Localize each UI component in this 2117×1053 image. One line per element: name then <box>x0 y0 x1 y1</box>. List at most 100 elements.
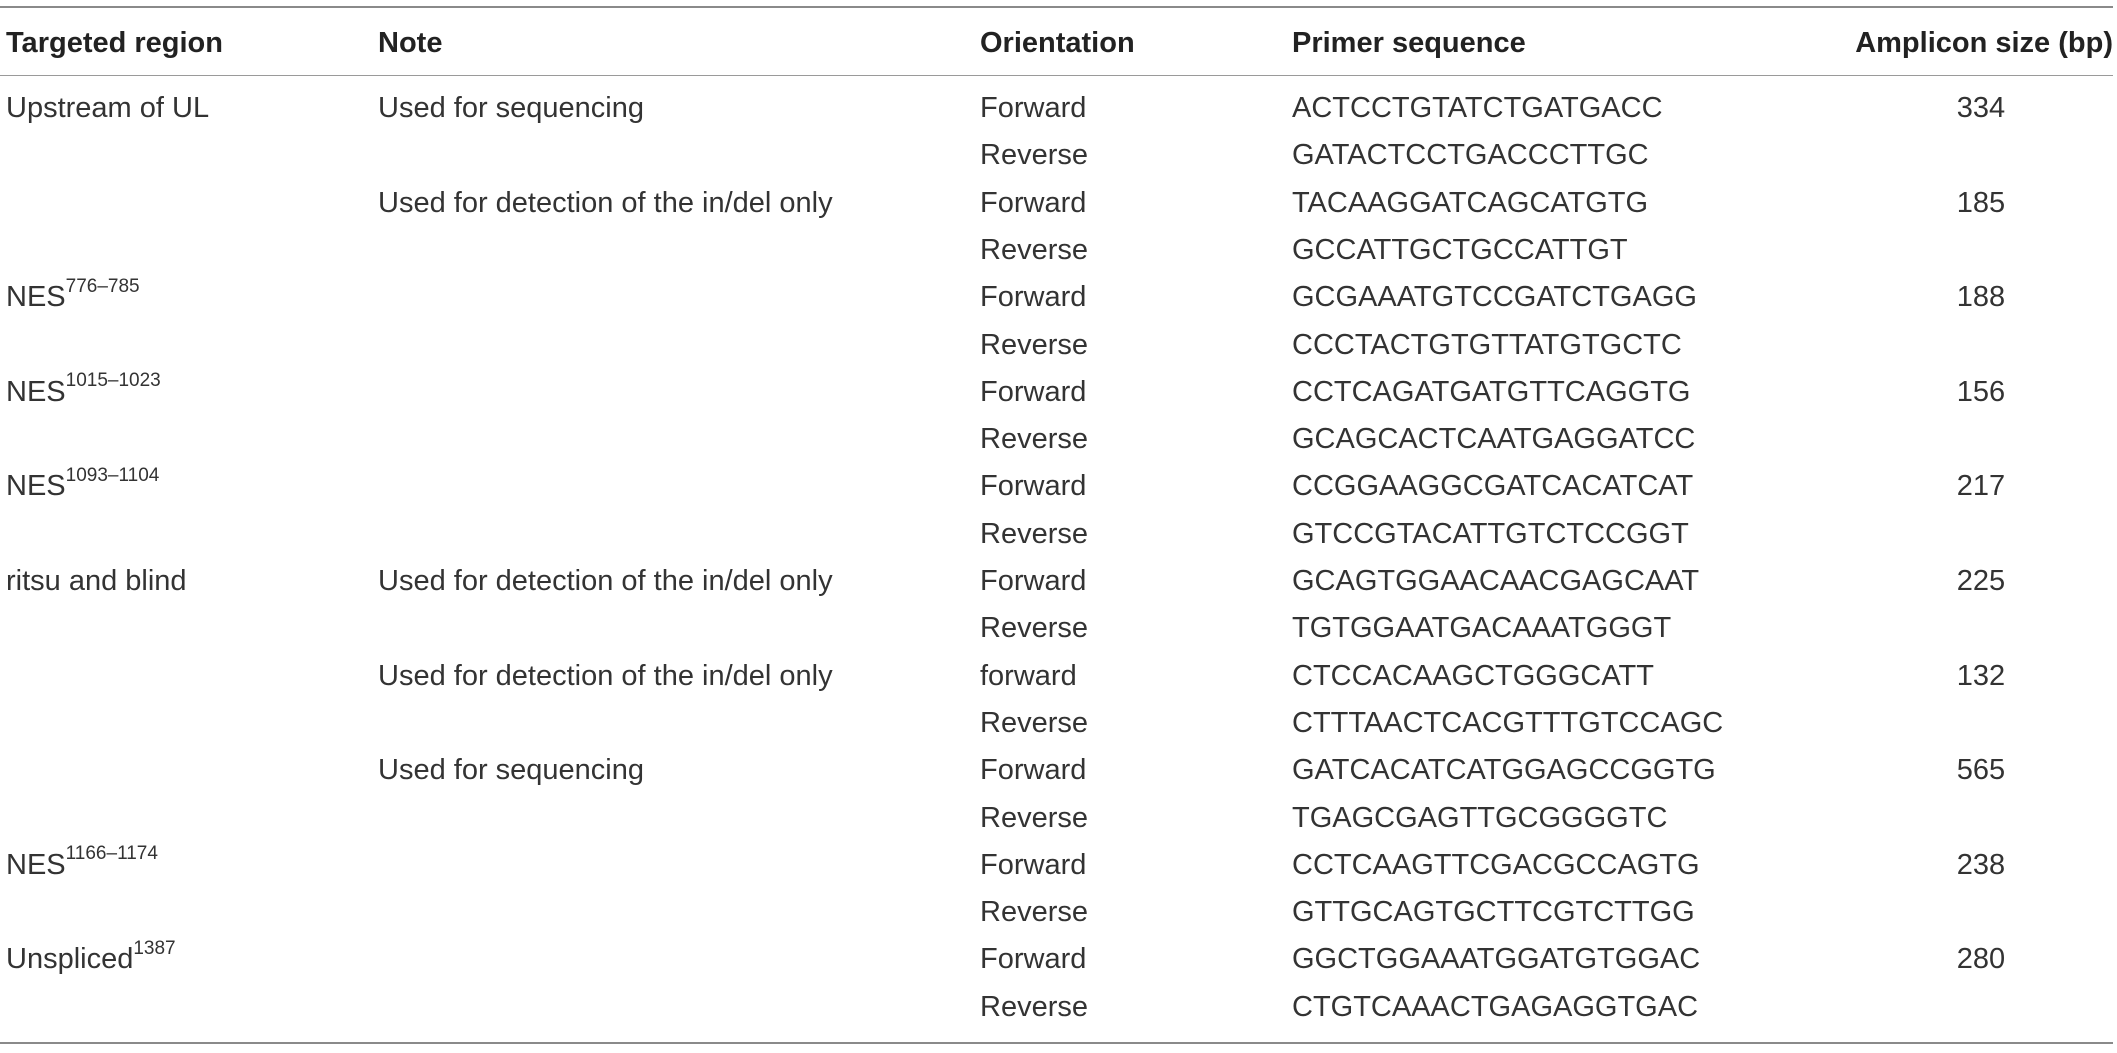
cell-orientation: Forward <box>980 186 1087 219</box>
region-label: NES <box>6 848 66 881</box>
table-row: ritsu and blind Used for detection of the… <box>0 550 2117 597</box>
cell-note: Used for sequencing <box>378 754 644 787</box>
cell-orientation: Reverse <box>980 990 1088 1023</box>
region-superscript: 1387 <box>133 937 176 959</box>
cell-note: Used for detection of the in/del only <box>378 565 833 597</box>
cell-amplicon-size: 334 <box>1956 92 2006 124</box>
cell-targeted-region: NES1093–1104 <box>6 466 159 503</box>
cell-orientation: Reverse <box>980 801 1088 834</box>
cell-amplicon-size: 238 <box>1956 848 2006 881</box>
region-label: NES <box>6 281 66 314</box>
cell-orientation: Forward <box>980 943 1087 976</box>
region-label: NES <box>6 470 66 503</box>
cell-orientation: Reverse <box>980 517 1088 550</box>
cell-orientation: forward <box>980 659 1077 692</box>
cell-orientation: Reverse <box>980 612 1088 645</box>
header-orientation: Orientation <box>980 27 1135 59</box>
table-header-row: Targeted region Note Orientation Primer … <box>0 6 2117 76</box>
cell-primer-sequence: CTGTCAAACTGAGAGGTGAC <box>1292 990 1699 1023</box>
header-note: Note <box>378 27 443 59</box>
cell-targeted-region: NES776–785 <box>6 277 140 314</box>
header-amplicon-size: Amplicon size (bp) <box>1855 27 2113 59</box>
table-row: Reverse CTTTAACTCACGTTTGTCCAGC <box>0 692 2117 739</box>
table-row: Unspliced1387 Forward GGCTGGAAATGGATGTGGAC… <box>0 928 2117 976</box>
cell-targeted-region: Upstream of UL <box>6 91 209 125</box>
cell-primer-sequence: GATACTCCTGACCCTTGC <box>1292 139 1649 172</box>
cell-primer-sequence: GCAGTGGAACAACGAGCAAT <box>1292 565 1700 597</box>
cell-amplicon-size: 565 <box>1956 754 2006 787</box>
cell-primer-sequence: GCCATTGCTGCCATTGT <box>1292 233 1628 266</box>
table-row: Reverse TGAGCGAGTTGCGGGGTC <box>0 787 2117 834</box>
cell-targeted-region: NES1015–1023 <box>6 371 161 409</box>
cell-orientation: Reverse <box>980 328 1088 361</box>
cell-primer-sequence: GGCTGGAAATGGATGTGGAC <box>1292 943 1701 976</box>
table-row: Reverse CCCTACTGTGTTATGTGCTC <box>0 314 2117 361</box>
cell-amplicon-size: 217 <box>1956 470 2006 503</box>
cell-orientation: Forward <box>980 281 1087 314</box>
header-targeted-region: Targeted region <box>6 27 223 59</box>
table-row: Used for detection of the in/del only for… <box>0 645 2117 692</box>
cell-note: Used for sequencing <box>378 92 644 124</box>
cell-primer-sequence: CTCCACAAGCTGGGCATT <box>1292 659 1654 692</box>
cell-orientation: Forward <box>980 565 1087 597</box>
cell-orientation: Reverse <box>980 139 1088 172</box>
cell-amplicon-size: 188 <box>1956 281 2006 314</box>
cell-orientation: Forward <box>980 92 1087 124</box>
cell-primer-sequence: TACAAGGATCAGCATGTG <box>1292 186 1649 219</box>
cell-primer-sequence: GATCACATCATGGAGCCGGTG <box>1292 754 1716 787</box>
table-top-rule <box>0 6 2113 8</box>
cell-note: Used for detection of the in/del only <box>378 659 833 692</box>
cell-primer-sequence: CCCTACTGTGTTATGTGCTC <box>1292 328 1682 361</box>
cell-primer-sequence: GCAGCACTCAATGAGGATCC <box>1292 423 1696 456</box>
table-row: Upstream of UL Used for sequencing Forward… <box>0 77 2117 124</box>
region-superscript: 1093–1104 <box>65 464 160 486</box>
table-row: Reverse GTCCGTACATTGTCTCCGGT <box>0 503 2117 550</box>
region-label: NES <box>6 375 66 408</box>
cell-amplicon-size: 156 <box>1956 375 2006 408</box>
table-row: Reverse GATACTCCTGACCCTTGC <box>0 124 2117 171</box>
cell-primer-sequence: CCTCAAGTTCGACGCCAGTG <box>1292 848 1700 881</box>
region-label: Upstream of UL <box>6 92 210 124</box>
table-row: Reverse TGTGGAATGACAAATGGGT <box>0 597 2117 644</box>
table-row: NES1093–1104 Forward CCGGAAGGCGATCACATCAT 2… <box>0 455 2117 503</box>
region-superscript: 1166–1174 <box>65 843 158 865</box>
cell-primer-sequence: CCGGAAGGCGATCACATCAT <box>1292 470 1694 503</box>
table-row: Reverse GCCATTGCTGCCATTGT <box>0 219 2117 266</box>
cell-amplicon-size: 280 <box>1956 943 2006 976</box>
cell-orientation: Reverse <box>980 233 1088 266</box>
cell-primer-sequence: CCTCAGATGATGTTCAGGTG <box>1292 375 1691 408</box>
cell-orientation: Forward <box>980 848 1087 881</box>
region-superscript: 776–785 <box>65 275 140 297</box>
cell-targeted-region: NES1166–1174 <box>6 844 158 882</box>
table-bottom-rule <box>0 1042 2113 1044</box>
cell-orientation: Forward <box>980 470 1087 503</box>
cell-primer-sequence: ACTCCTGTATCTGATGACC <box>1292 92 1663 124</box>
cell-targeted-region: Unspliced1387 <box>6 939 176 976</box>
cell-primer-sequence: GTCCGTACATTGTCTCCGGT <box>1292 517 1689 550</box>
cell-amplicon-size: 185 <box>1956 186 2006 219</box>
cell-amplicon-size: 132 <box>1956 659 2006 692</box>
cell-note: Used for detection of the in/del only <box>378 186 833 219</box>
table-row: NES1015–1023 Forward CCTCAGATGATGTTCAGGTG 1… <box>0 361 2117 408</box>
cell-primer-sequence: GTTGCAGTGCTTCGTCTTGG <box>1292 896 1695 929</box>
cell-amplicon-size: 225 <box>1956 565 2006 597</box>
cell-orientation: Reverse <box>980 423 1088 456</box>
cell-orientation: Forward <box>980 375 1087 408</box>
cell-primer-sequence: TGAGCGAGTTGCGGGGTC <box>1292 801 1668 834</box>
table-row: Reverse CTGTCAAACTGAGAGGTGAC <box>0 976 2117 1023</box>
table-row: Used for detection of the in/del only For… <box>0 172 2117 219</box>
table-row: Reverse GCAGCACTCAATGAGGATCC <box>0 408 2117 455</box>
cell-primer-sequence: TGTGGAATGACAAATGGGT <box>1292 612 1672 645</box>
table-header-rule <box>0 75 2113 76</box>
table-row: NES1166–1174 Forward CCTCAAGTTCGACGCCAGTG 2… <box>0 834 2117 881</box>
region-superscript: 1015–1023 <box>65 370 161 392</box>
cell-orientation: Forward <box>980 754 1087 787</box>
cell-orientation: Reverse <box>980 706 1088 739</box>
cell-primer-sequence: GCGAAATGTCCGATCTGAGG <box>1292 281 1697 314</box>
region-label: ritsu and blind <box>6 565 187 597</box>
cell-targeted-region: ritsu and blind <box>6 564 187 598</box>
table-row: NES776–785 Forward GCGAAATGTCCGATCTGAGG 188 <box>0 266 2117 314</box>
cell-primer-sequence: CTTTAACTCACGTTTGTCCAGC <box>1292 706 1724 739</box>
